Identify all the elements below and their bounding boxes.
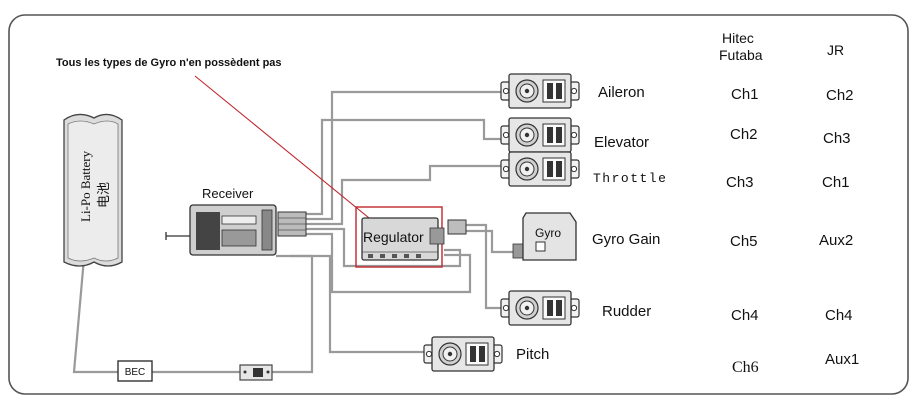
jr-aileron: Ch2 bbox=[826, 87, 854, 104]
hitec-futaba-gyro-gain: Ch5 bbox=[730, 233, 758, 250]
throttle-servo bbox=[500, 151, 580, 187]
frame-border bbox=[8, 14, 909, 395]
header-hitec: Hitec bbox=[722, 30, 754, 46]
jr-gyro-gain: Aux2 bbox=[819, 232, 853, 249]
battery-label-cn: 电池 bbox=[96, 182, 111, 208]
hitec-futaba-rudder: Ch4 bbox=[731, 307, 759, 324]
receiver-label: Receiver bbox=[202, 186, 254, 201]
aileron-servo bbox=[500, 73, 580, 109]
channel-name-throttle: Throttle bbox=[593, 171, 667, 186]
channel-name-aileron: Aileron bbox=[598, 84, 645, 101]
gyro-note: Tous les types de Gyro n'en possèdent pa… bbox=[56, 57, 282, 69]
hitec-futaba-pitch: Ch6 bbox=[732, 359, 759, 376]
connector-plug bbox=[447, 219, 467, 235]
bec-label: BEC bbox=[125, 367, 146, 378]
gyro-unit: Gyro bbox=[512, 212, 577, 261]
header-jr: JR bbox=[827, 42, 844, 58]
switch-harness bbox=[239, 364, 273, 381]
hitec-futaba-aileron: Ch1 bbox=[731, 86, 759, 103]
jr-elevator: Ch3 bbox=[823, 130, 851, 147]
rudder-servo bbox=[500, 290, 580, 326]
annotation-line bbox=[194, 75, 397, 241]
receiver-unit: Receiver bbox=[165, 186, 307, 256]
channel-name-rudder: Rudder bbox=[602, 303, 651, 320]
channel-name-gyro-gain: Gyro Gain bbox=[592, 231, 660, 248]
channel-name-elevator: Elevator bbox=[594, 134, 649, 151]
pitch-servo bbox=[423, 336, 503, 372]
jr-throttle: Ch1 bbox=[822, 174, 850, 191]
header-futaba: Futaba bbox=[719, 47, 763, 63]
regulator-label: Regulator bbox=[363, 229, 424, 245]
battery-label: Li-Po Battery bbox=[78, 150, 93, 222]
jr-rudder: Ch4 bbox=[825, 307, 853, 324]
regulator-unit: Regulator bbox=[355, 206, 445, 268]
lipo-battery: Li-Po Battery 电池 bbox=[63, 113, 123, 267]
jr-pitch: Aux1 bbox=[825, 351, 859, 368]
gyro-label: Gyro bbox=[535, 226, 561, 240]
bec-module: BEC bbox=[117, 360, 153, 382]
wiring bbox=[72, 90, 515, 374]
elevator-servo bbox=[500, 117, 580, 153]
hitec-futaba-elevator: Ch2 bbox=[730, 126, 758, 143]
hitec-futaba-throttle: Ch3 bbox=[726, 174, 754, 191]
channel-name-pitch: Pitch bbox=[516, 346, 549, 363]
